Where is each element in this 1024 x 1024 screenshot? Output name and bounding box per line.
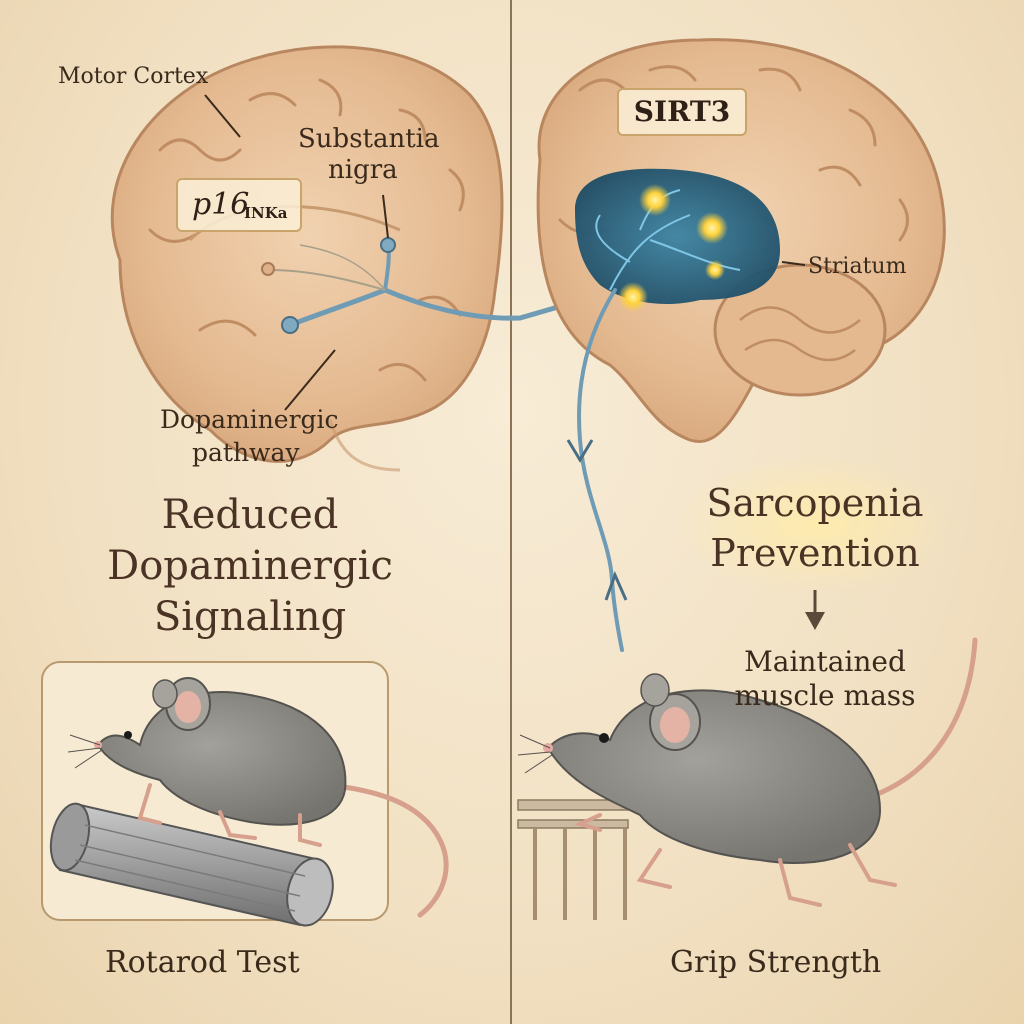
maintained-label-line2: muscle mass <box>715 679 935 712</box>
dopaminergic-label-line2: pathway <box>192 438 299 467</box>
left-heading-line3: Signaling <box>40 594 460 640</box>
sirt3-label: SIRT3 <box>617 88 747 136</box>
maintained-label-line1: Maintained <box>715 645 935 678</box>
substantia-nigra-label-line2: nigra <box>328 155 398 185</box>
p16-subscript: INKa <box>244 204 287 222</box>
grip-strength-caption: Grip Strength <box>670 945 881 980</box>
rotarod-caption: Rotarod Test <box>105 945 300 980</box>
substantia-nigra-label-line1: Substantia <box>298 124 440 154</box>
grip-bars <box>518 800 628 920</box>
left-heading-line1: Reduced <box>40 492 460 538</box>
p16-label: p16 <box>192 187 249 222</box>
motor-cortex-label: Motor Cortex <box>58 64 208 89</box>
left-heading-line2: Dopaminergic <box>40 543 460 589</box>
striatum-label: Striatum <box>808 254 906 279</box>
right-heading-line1: Sarcopenia <box>615 480 1015 526</box>
right-heading-line2: Prevention <box>615 530 1015 576</box>
dopaminergic-label-line1: Dopaminergic <box>160 405 339 434</box>
p16-label-box: p16 INKa <box>176 178 302 232</box>
